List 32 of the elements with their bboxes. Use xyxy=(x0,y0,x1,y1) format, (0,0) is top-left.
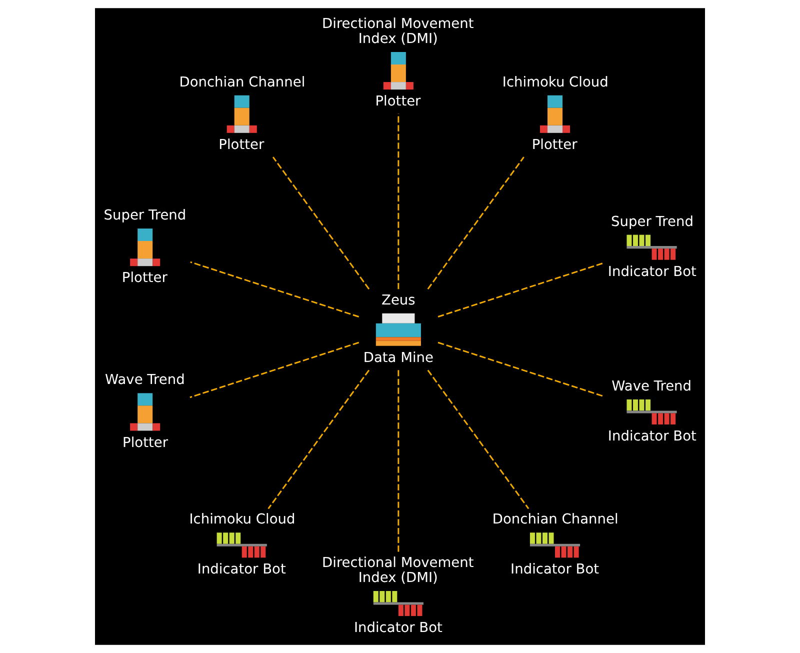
node-label: Super Trend xyxy=(104,208,186,224)
node-label: Ichimoku Cloud xyxy=(189,512,296,528)
connector xyxy=(268,370,370,510)
node-label: Wave Trend xyxy=(105,372,185,388)
connector xyxy=(272,156,370,290)
node-label: Indicator Bot xyxy=(197,562,286,578)
node-label: Zeus xyxy=(382,292,416,308)
node-label: Directional Movement Index (DMI) xyxy=(322,554,474,586)
connector xyxy=(398,114,400,290)
node-label: Plotter xyxy=(122,434,168,451)
connector xyxy=(427,370,530,510)
node-label: Directional Movement Index (DMI) xyxy=(322,16,474,47)
node-label: Plotter xyxy=(122,270,168,286)
connector xyxy=(427,156,524,290)
connector xyxy=(190,261,360,318)
node-label: Data Mine xyxy=(363,350,434,366)
node-label: Plotter xyxy=(375,94,421,110)
node-label: Donchian Channel xyxy=(179,74,306,90)
node-label: Plotter xyxy=(532,136,578,153)
node-label: Wave Trend xyxy=(612,378,692,394)
node-label: Plotter xyxy=(218,136,264,153)
node-label: Donchian Channel xyxy=(492,512,618,528)
node-label: Indicator Bot xyxy=(354,620,442,636)
node-label: Indicator Bot xyxy=(510,562,600,578)
connector xyxy=(398,370,400,552)
node-label: Super Trend xyxy=(611,214,694,230)
node-label: Indicator Bot xyxy=(608,428,696,445)
node-label: Ichimoku Cloud xyxy=(502,74,608,90)
connector xyxy=(438,342,604,397)
connector xyxy=(190,342,360,398)
connector xyxy=(438,262,604,318)
node-label: Indicator Bot xyxy=(608,264,696,280)
